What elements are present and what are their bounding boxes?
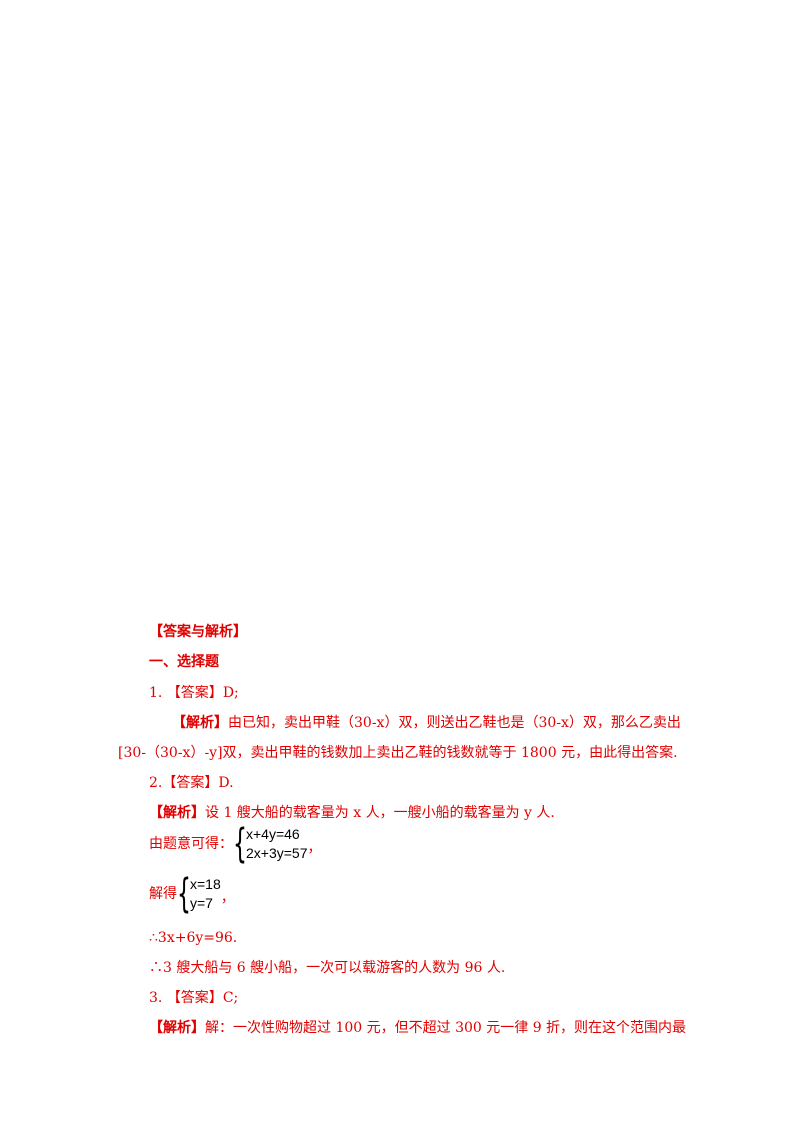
analysis-text: 由已知，卖出甲鞋（30-x）双，则送出乙鞋也是（30-x）双，那么乙卖出 [228, 715, 681, 731]
answer-tag: 【答案】 [162, 775, 219, 791]
question-1-analysis-line-2: [30-（30-x）-y]双，卖出甲鞋的钱数加上卖出乙鞋的钱数就等于 1800 … [118, 745, 678, 761]
question-3-answer: 3. 【答案】C; [149, 988, 238, 1008]
answer-value: D. [218, 775, 234, 791]
question-number: 2. [149, 775, 163, 791]
step-suffix: ， [307, 840, 322, 856]
question-number: 1. [149, 685, 163, 701]
equation-system-2: 解得 { x=18 y=7 ， [149, 874, 235, 914]
equation-stack: x=18 y=7 [190, 875, 221, 913]
analysis-tag: 【解析】 [172, 715, 228, 731]
question-1-analysis-line-1: 【解析】由已知，卖出甲鞋（30-x）双，则送出乙鞋也是（30-x）双，那么乙卖出 [172, 713, 681, 733]
question-3-analysis: 【解析】解：一次性购物超过 100 元，但不超过 300 元一律 9 折，则在这… [149, 1018, 686, 1038]
answer-tag: 【答案】 [166, 990, 223, 1006]
question-2-step-4: ∴3 艘大船与 6 艘小船，一次可以载游客的人数为 96 人. [149, 960, 506, 976]
analysis-tag: 【解析】 [149, 805, 205, 821]
left-brace-icon: { [233, 821, 247, 867]
step-prefix: 解得 [149, 886, 177, 902]
question-2-step-3: ∴3x+6y=96. [149, 930, 238, 946]
step-suffix: ， [220, 890, 235, 906]
step-prefix: 由题意可得： [149, 836, 233, 852]
answer-tag: 【答案】 [166, 685, 223, 701]
equation: x=18 [190, 876, 221, 892]
answer-value: D; [222, 685, 239, 701]
equation: x+4y=46 [246, 826, 300, 842]
equation: 2x+3y=57 [246, 845, 308, 861]
equation: y=7 [190, 895, 213, 911]
section-title: 【答案与解析】 [149, 624, 247, 640]
question-2-analysis: 【解析】设 1 艘大船的载客量为 x 人，一艘小船的载客量为 y 人. [149, 803, 555, 823]
part-title: 一、选择题 [149, 654, 219, 670]
question-1-answer: 1. 【答案】D; [149, 683, 239, 703]
question-2-answer: 2.【答案】D. [149, 773, 234, 793]
answer-value: C; [222, 990, 239, 1006]
analysis-text: 解：一次性购物超过 100 元，但不超过 300 元一律 9 折，则在这个范围内… [205, 1020, 687, 1036]
analysis-text: 设 1 艘大船的载客量为 x 人，一艘小船的载客量为 y 人. [205, 805, 555, 821]
left-brace-icon: { [177, 871, 191, 917]
equation-stack: x+4y=46 2x+3y=57 [246, 825, 308, 863]
equation-system-1: 由题意可得： { x+4y=46 2x+3y=57 ， [149, 824, 322, 864]
question-number: 3. [149, 990, 163, 1006]
analysis-tag: 【解析】 [149, 1020, 205, 1036]
